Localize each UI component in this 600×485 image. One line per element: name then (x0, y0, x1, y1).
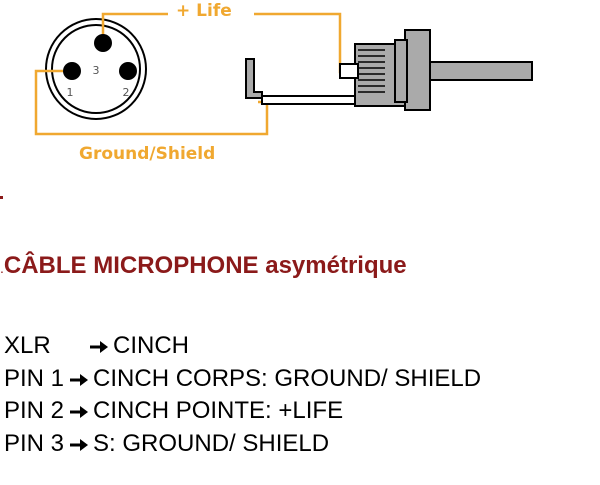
arrow-right-icon (70, 373, 89, 386)
title-lead-dot: . (0, 260, 4, 276)
mapping-source: PIN 1 (4, 364, 65, 392)
list-item: XLR CINCH (4, 331, 481, 361)
mapping-source: PIN 3 (4, 429, 65, 457)
life-wire-left (101, 12, 168, 34)
xlr-pin-2 (119, 62, 137, 80)
mapping-target: CINCH CORPS: GROUND/ SHIELD (93, 364, 482, 392)
arrow-right-icon (90, 341, 108, 353)
pin-number-1: 1 (67, 86, 74, 99)
ground-shield-label: Ground/Shield (79, 144, 216, 164)
mapping-target: S: GROUND/ SHIELD (93, 429, 330, 457)
xlr-pin-3 (94, 34, 112, 52)
list-item: PIN 2 CINCH POINTE: +LIFE (4, 396, 481, 426)
title-regular-text: asymétrique (265, 252, 407, 279)
xlr-connector (45, 18, 147, 120)
cinch-connector (245, 29, 533, 111)
pin-number-3: 3 (93, 64, 100, 77)
wiring-diagram-svg: 3 1 2 (34, 12, 533, 136)
title-bold-text: CÂBLE MICROPHONE (3, 252, 259, 279)
arrow-right-icon (70, 438, 89, 451)
wiring-diagram: 3 1 2 (0, 0, 600, 175)
page-title: .CÂBLE MICROPHONE asymétrique (0, 252, 407, 280)
mapping-source: PIN 2 (4, 397, 65, 424)
list-item: PIN 3 S: GROUND/ SHIELD (4, 429, 481, 459)
pin-number-2: 2 (123, 86, 130, 99)
mapping-source: XLR (4, 332, 51, 359)
xlr-pin-1 (63, 62, 81, 80)
arrow-right-icon (70, 406, 89, 418)
mapping-target: CINCH (113, 332, 189, 359)
life-wire-right (254, 12, 350, 74)
list-item: PIN 1 CINCH CORPS: GROUND/ SHIELD (4, 364, 481, 394)
life-label: + Life (176, 1, 232, 21)
pin-mapping-list: XLR CINCH PIN 1 CINCH CORPS: GROUND/ SHI… (4, 331, 481, 461)
decorative-dot (0, 196, 3, 199)
mapping-target: CINCH POINTE: +LIFE (93, 397, 344, 424)
